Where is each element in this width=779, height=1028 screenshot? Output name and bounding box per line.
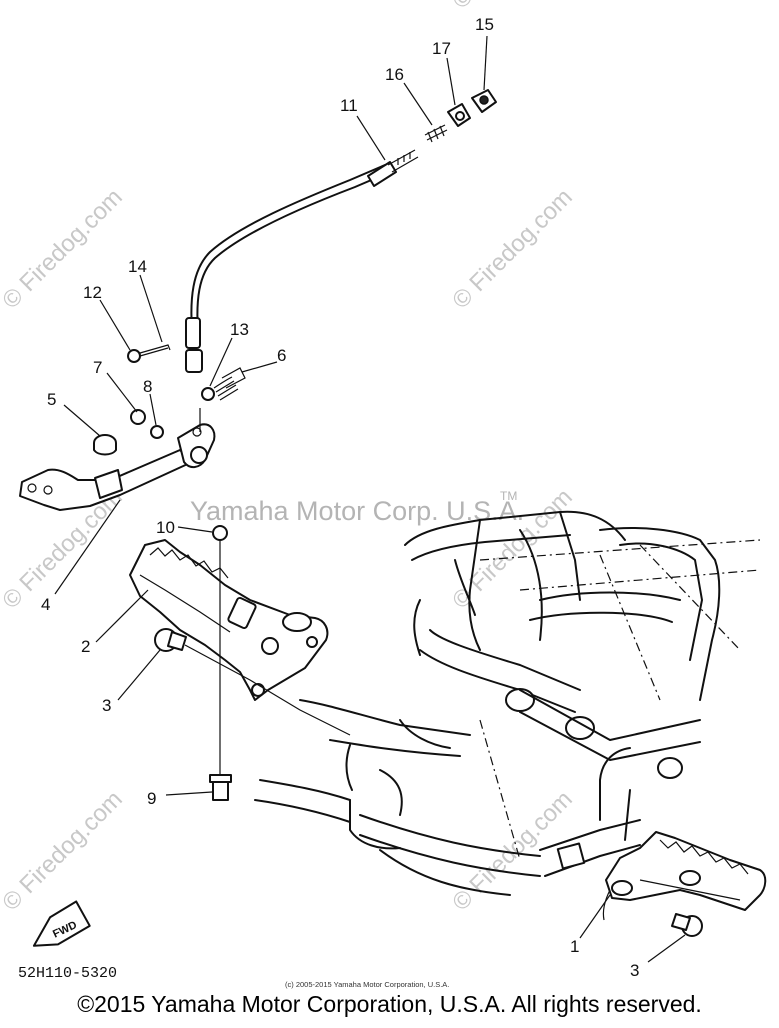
- watermark-layer: © Firedog.com © Firedog.com © Firedog.co…: [0, 0, 578, 916]
- callout-7: 7: [93, 358, 102, 377]
- callout-9: 9: [147, 789, 156, 808]
- frame-assembly: [254, 510, 761, 896]
- callout-14: 14: [128, 257, 147, 276]
- callout-12: 12: [83, 283, 102, 302]
- callout-13: 13: [230, 320, 249, 339]
- copyright-notice: ©2015 Yamaha Motor Corporation, U.S.A. A…: [77, 991, 702, 1017]
- fwd-arrow-icon: FWD: [32, 900, 91, 947]
- watermark-text: © Firedog.com: [447, 184, 578, 315]
- callout-2: 2: [81, 637, 90, 656]
- callout-4: 4: [41, 595, 50, 614]
- callout-numbers: 1 2 3 3 4 5 6 7 8 9 10 11 12 13 14 15 16…: [41, 15, 639, 980]
- watermark-text: © Firedog.com: [447, 0, 578, 14]
- left-footrest: [129, 525, 351, 801]
- brake-cable: [185, 149, 419, 373]
- leader-lines: [54, 35, 686, 963]
- diagram-code: 52H110-5320: [18, 965, 117, 982]
- small-copyright: (c) 2005-2015 Yamaha Motor Corporation, …: [285, 980, 449, 989]
- callout-8: 8: [143, 377, 152, 396]
- trademark-mark: TM: [500, 489, 517, 503]
- callout-6: 6: [277, 346, 286, 365]
- callout-5: 5: [47, 390, 56, 409]
- callout-3: 3: [102, 696, 111, 715]
- callout-17: 17: [432, 39, 451, 58]
- callout-16: 16: [385, 65, 404, 84]
- watermark-text: © Firedog.com: [0, 184, 128, 315]
- brake-pedal: [19, 344, 246, 511]
- callout-10: 10: [156, 518, 175, 537]
- callout-3: 3: [630, 961, 639, 980]
- callout-15: 15: [475, 15, 494, 34]
- watermark-text: © Firedog.com: [0, 786, 128, 917]
- callout-1: 1: [570, 937, 579, 956]
- callout-11: 11: [340, 96, 358, 115]
- cable-end-parts: [424, 89, 497, 143]
- right-footrest: [602, 831, 767, 937]
